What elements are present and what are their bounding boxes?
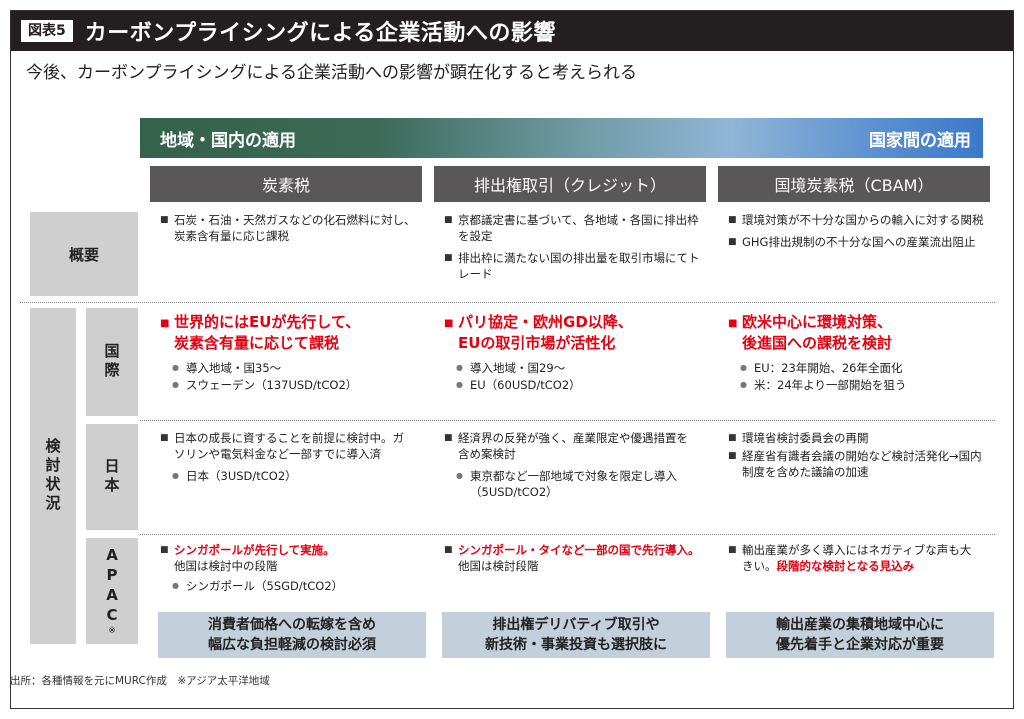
- column-header-emissions-trading: 排出権取引（クレジット）: [434, 166, 706, 202]
- row-label-international-text: 国際: [102, 343, 121, 381]
- row-label-apac-text: APAC: [103, 546, 121, 626]
- international-sub: 導入地域・国29～: [444, 360, 706, 376]
- apac-red-text: シンガポールが先行して実施。: [174, 543, 335, 557]
- international-sub: 米：24年より一部開始を狙う: [728, 377, 990, 393]
- source-note: 出所：各種情報を元にMURC作成 ※アジア太平洋地域: [10, 675, 270, 687]
- divider-overview: [20, 302, 995, 303]
- headline-line: 世界的にはEUが先行して、: [174, 313, 361, 331]
- row-label-apac: APAC ※: [86, 538, 138, 644]
- summary-line: 新技術・事業投資も選択肢に: [485, 637, 667, 653]
- japan-sub: 日本（3USD/tCO2）: [160, 468, 410, 484]
- apac-red-text: シンガポール・タイなど一部の国で先行導入。: [458, 543, 700, 557]
- row-label-apac-note: ※: [108, 626, 116, 636]
- summary-line: 輸出産業の集積地域中心に: [776, 617, 944, 633]
- summary-line: 消費者価格への転嫁を含め: [208, 617, 376, 633]
- international-cell-emissions-trading: パリ協定・欧州GD以降、 EUの取引市場が活性化 導入地域・国29～ EU（60…: [444, 312, 706, 394]
- row-label-status-text: 検討状況: [43, 438, 62, 514]
- apac-bullet: シンガポール・タイなど一部の国で先行導入。 他国は検討段階: [444, 542, 716, 574]
- overview-bullet: 石炭・石油・天然ガスなどの化石燃料に対し、炭素含有量に応じ課税: [160, 212, 422, 244]
- overview-bullet: 環境対策が不十分な国からの輸入に対する関税: [728, 212, 990, 228]
- international-cell-carbon-tax: 世界的にはEUが先行して、 炭素含有量に応じて課税 導入地域・国35～ スウェー…: [160, 312, 422, 394]
- scope-right-label: 国家間の適用: [869, 131, 971, 151]
- international-cell-cbam: 欧米中心に環境対策、 後進国への課税を検討 EU：23年開始、26年全面化 米：…: [728, 312, 990, 394]
- row-label-status: 検討状況: [30, 308, 76, 644]
- headline-line: EUの取引市場が活性化: [458, 334, 616, 352]
- apac-plain-text: 輸出産業が多く導入にはネガティブな声も大きい。: [742, 543, 972, 573]
- apac-sub: シンガポール（5SGD/tCO2）: [160, 578, 422, 594]
- overview-cell-carbon-tax: 石炭・石油・天然ガスなどの化石燃料に対し、炭素含有量に応じ課税: [160, 212, 422, 250]
- summary-box-carbon-tax: 消費者価格への転嫁を含め 幅広な負担軽減の検討必須: [158, 612, 426, 658]
- row-label-japan: 日本: [86, 424, 138, 530]
- subtitle: 今後、カーボンプライシングによる企業活動への影響が顕在化すると考えられる: [26, 63, 637, 83]
- japan-cell-emissions-trading: 経済界の反発が強く、産業限定や優遇措置を含め案検討 東京都など一部地域で対象を限…: [444, 430, 699, 501]
- figure-title: カーボンプライシングによる企業活動への影響: [84, 21, 556, 46]
- apac-bullet: 輸出産業が多く導入にはネガティブな声も大きい。段階的な検討となる見込み: [728, 542, 978, 574]
- summary-line: 優先着手と企業対応が重要: [776, 637, 944, 653]
- headline-line: パリ協定・欧州GD以降、: [458, 313, 633, 331]
- apac-red-text: 段階的な検討となる見込み: [776, 559, 915, 573]
- japan-sub: 東京都など一部地域で対象を限定し導入（5USD/tCO2）: [444, 468, 699, 500]
- apac-bullet: シンガポールが先行して実施。 他国は検討中の段階: [160, 542, 422, 574]
- row-label-japan-text: 日本: [102, 458, 121, 496]
- apac-plain-text: 他国は検討中の段階: [174, 559, 278, 573]
- apac-cell-emissions-trading: シンガポール・タイなど一部の国で先行導入。 他国は検討段階: [444, 542, 716, 580]
- scope-left-label: 地域・国内の適用: [160, 131, 296, 151]
- summary-box-emissions-trading: 排出権デリバティブ取引や 新技術・事業投資も選択肢に: [442, 612, 710, 658]
- divider-international: [140, 420, 995, 421]
- japan-bullet: 経済界の反発が強く、産業限定や優遇措置を含め案検討: [444, 430, 699, 462]
- apac-cell-cbam: 輸出産業が多く導入にはネガティブな声も大きい。段階的な検討となる見込み: [728, 542, 978, 580]
- divider-japan: [140, 534, 995, 535]
- row-label-international: 国際: [86, 308, 138, 416]
- japan-bullet: 経産省有識者会議の開始など検討活発化→国内制度を含めた議論の加速: [728, 448, 990, 480]
- international-sub: EU（60USD/tCO2）: [444, 377, 706, 393]
- international-sub: 導入地域・国35～: [160, 360, 422, 376]
- headline-line: 後進国への課税を検討: [742, 334, 893, 352]
- headline-line: 炭素含有量に応じて課税: [174, 334, 340, 352]
- international-headline: パリ協定・欧州GD以降、 EUの取引市場が活性化: [444, 312, 706, 354]
- apac-cell-carbon-tax: シンガポールが先行して実施。 他国は検討中の段階 シンガポール（5SGD/tCO…: [160, 542, 422, 595]
- overview-cell-emissions-trading: 京都議定書に基づいて、各地域・各国に排出枠を設定 排出枠に満たない国の排出量を取…: [444, 212, 706, 288]
- column-header-cbam: 国境炭素税（CBAM）: [718, 166, 990, 202]
- japan-bullet: 環境省検討委員会の再開: [728, 430, 990, 446]
- international-sub: EU：23年開始、26年全面化: [728, 360, 990, 376]
- summary-box-cbam: 輸出産業の集積地域中心に 優先着手と企業対応が重要: [726, 612, 994, 658]
- overview-bullet: GHG排出規制の不十分な国への産業流出阻止: [728, 234, 990, 250]
- scope-gradient-bar: 地域・国内の適用 国家間の適用: [140, 118, 983, 158]
- japan-cell-carbon-tax: 日本の成長に資することを前提に検討中。ガソリンや電気料金など一部すでに導入済 日…: [160, 430, 410, 485]
- japan-cell-cbam: 環境省検討委員会の再開 経産省有識者会議の開始など検討活発化→国内制度を含めた議…: [728, 430, 990, 486]
- summary-line: 排出権デリバティブ取引や: [492, 617, 660, 633]
- japan-bullet: 日本の成長に資することを前提に検討中。ガソリンや電気料金など一部すでに導入済: [160, 430, 410, 462]
- overview-bullet: 排出枠に満たない国の排出量を取引市場にてトレード: [444, 250, 706, 282]
- summary-line: 幅広な負担軽減の検討必須: [208, 637, 376, 653]
- overview-bullet: 京都議定書に基づいて、各地域・各国に排出枠を設定: [444, 212, 706, 244]
- international-headline: 欧米中心に環境対策、 後進国への課税を検討: [728, 312, 990, 354]
- international-sub: スウェーデン（137USD/tCO2）: [160, 377, 422, 393]
- row-label-overview: 概要: [30, 212, 138, 296]
- column-header-carbon-tax: 炭素税: [150, 166, 422, 202]
- headline-line: 欧米中心に環境対策、: [742, 313, 893, 331]
- apac-plain-text: 他国は検討段階: [458, 559, 539, 573]
- international-headline: 世界的にはEUが先行して、 炭素含有量に応じて課税: [160, 312, 422, 354]
- overview-cell-cbam: 環境対策が不十分な国からの輸入に対する関税 GHG排出規制の不十分な国への産業流…: [728, 212, 990, 256]
- figure-label: 図表5: [21, 20, 73, 42]
- title-bar: 図表5 カーボンプライシングによる企業活動への影響: [11, 11, 1013, 51]
